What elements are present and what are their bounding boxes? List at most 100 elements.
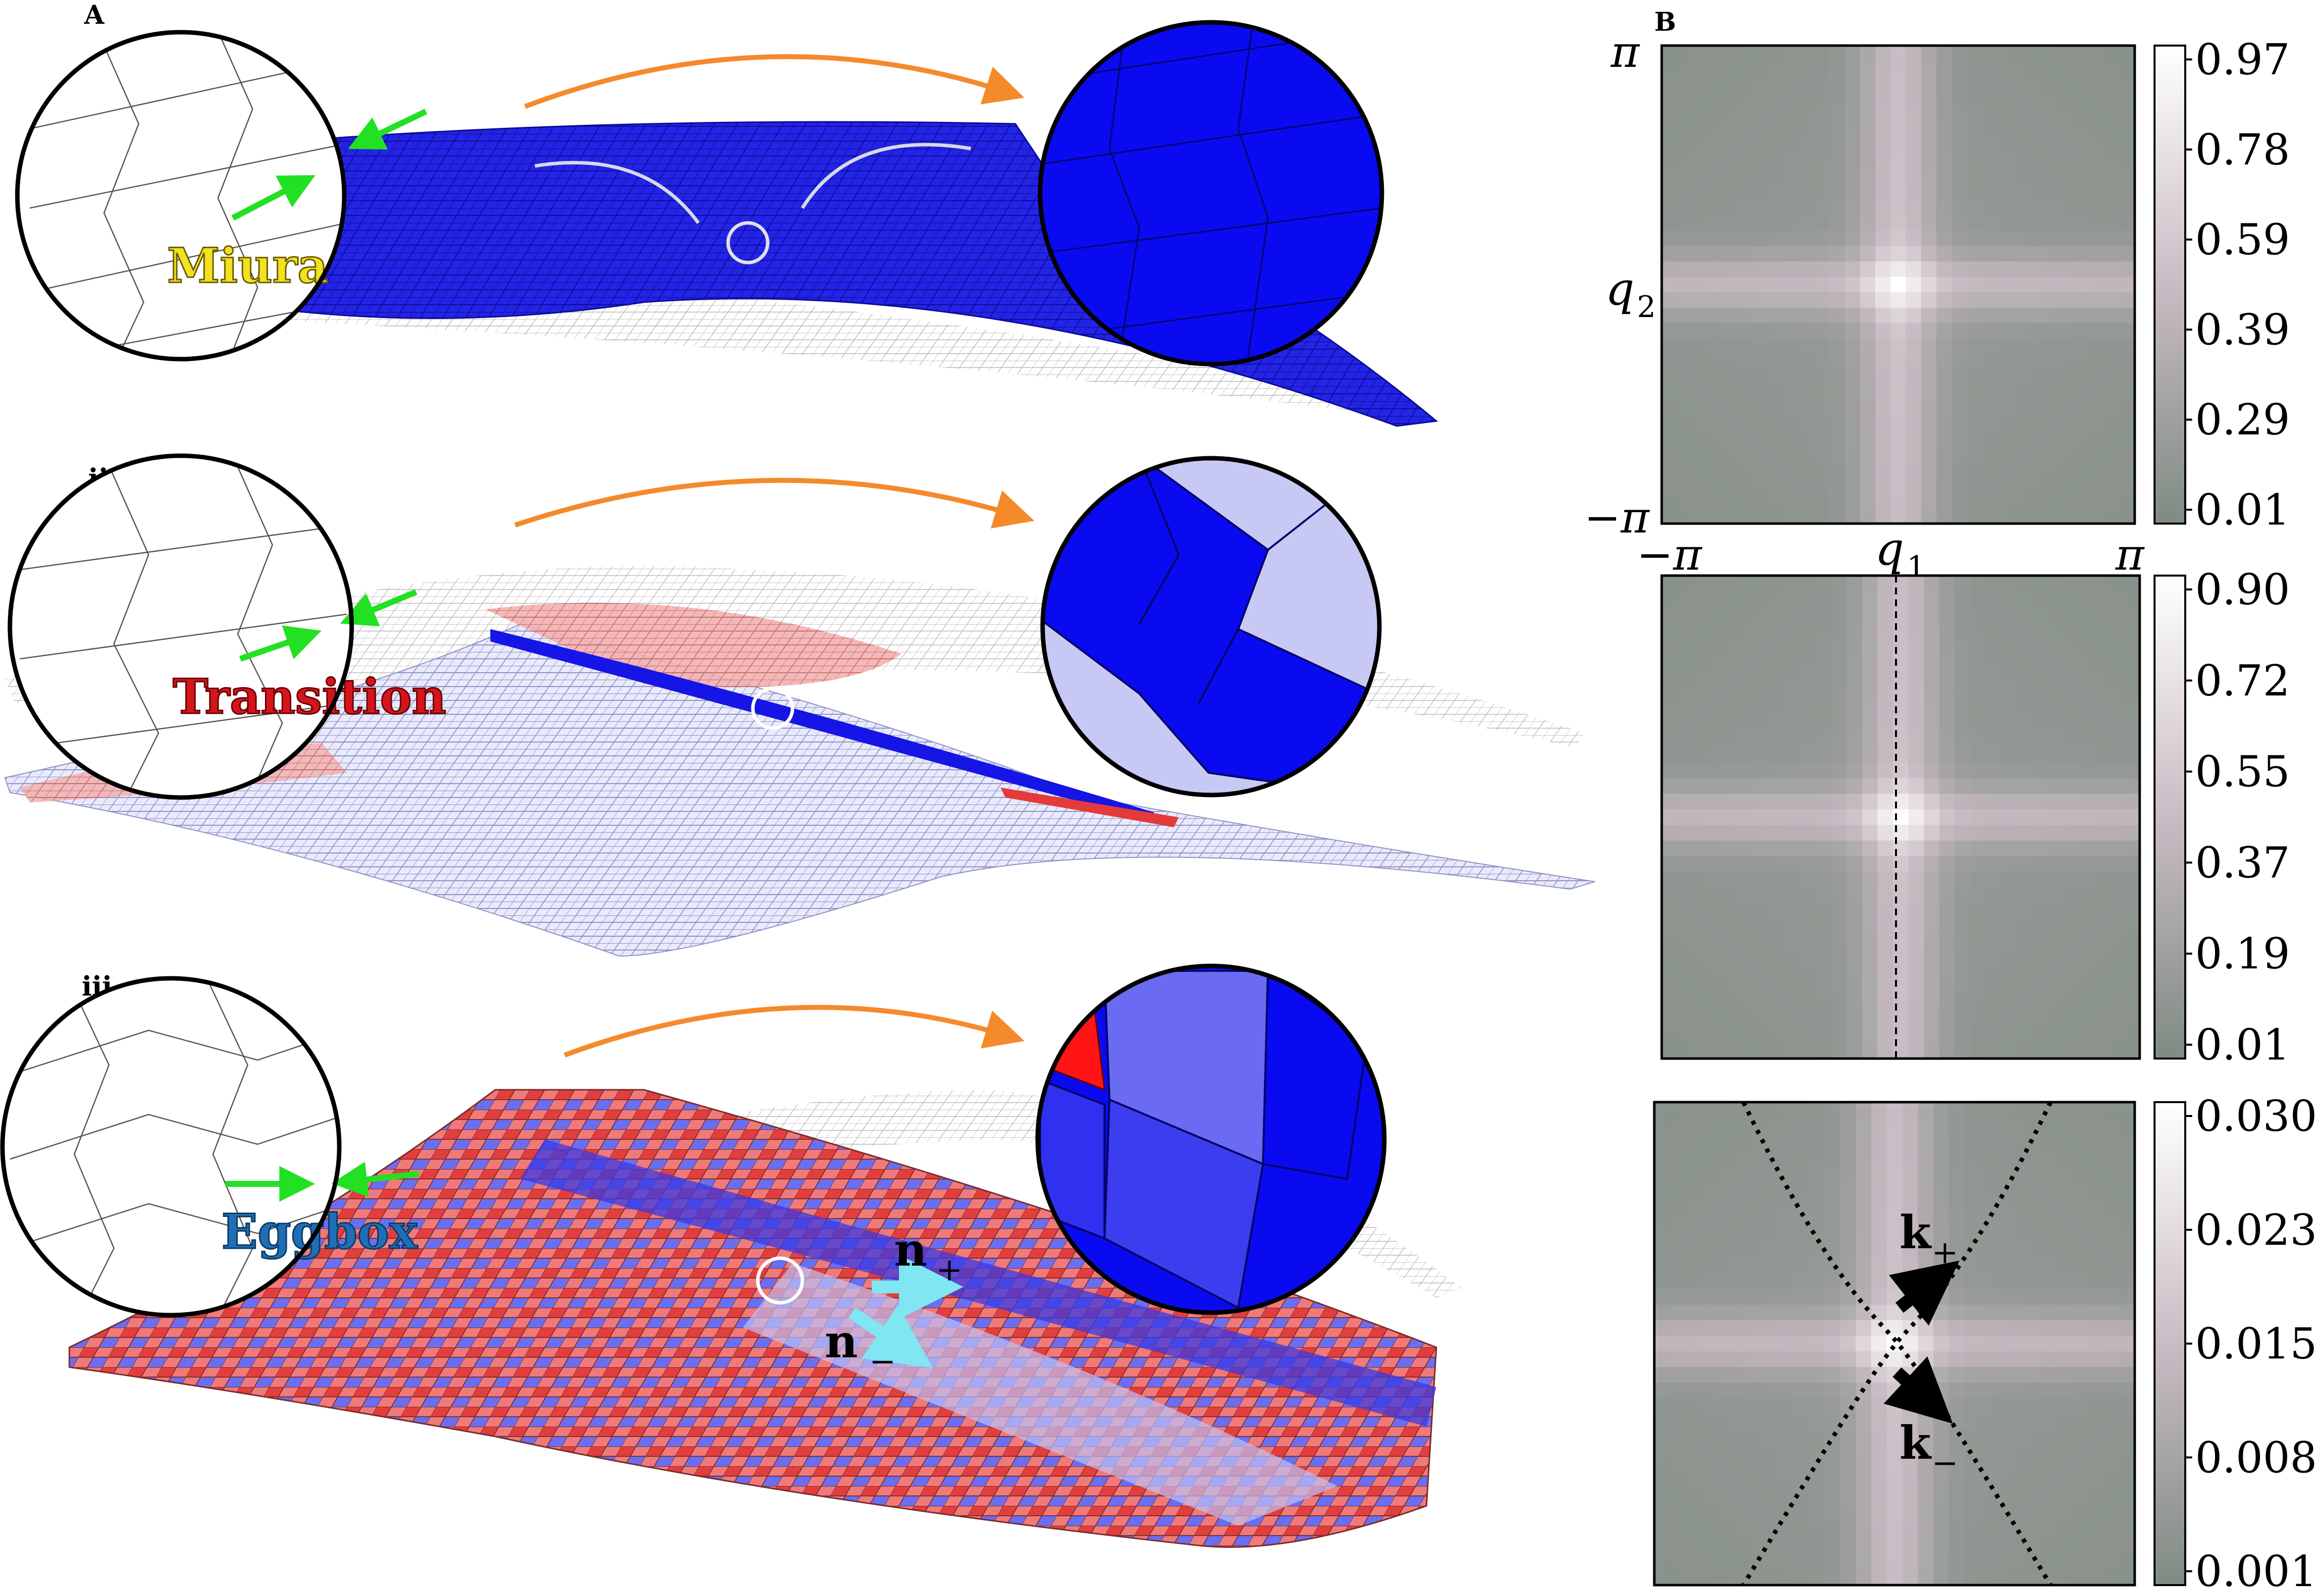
heatmap-cell <box>1917 1351 1934 1368</box>
heatmap-cell <box>2032 716 2048 732</box>
heatmap-cell <box>2108 700 2125 716</box>
heatmap-cell <box>1763 1289 1779 1305</box>
heatmap-cell <box>1707 416 1723 431</box>
heatmap-cell <box>1716 1320 1733 1336</box>
heatmap-cell <box>2016 746 2032 763</box>
heatmap-cell <box>1685 1180 1701 1196</box>
heatmap-cell <box>1723 462 1738 478</box>
heatmap-cell <box>1670 1242 1686 1259</box>
heatmap-cell <box>1809 1398 1825 1414</box>
heatmap-cell <box>2012 400 2028 416</box>
heatmap-cell <box>1877 762 1894 779</box>
heatmap-cell <box>1924 669 1940 685</box>
heatmap-cell <box>1982 61 1998 77</box>
heatmap-cell <box>1677 477 1693 493</box>
heatmap-cell <box>1769 996 1786 1012</box>
heatmap-cell <box>1954 965 1971 981</box>
heatmap-cell <box>1753 200 1769 216</box>
heatmap-cell <box>1860 200 1876 216</box>
heatmap-cell <box>2104 1414 2120 1430</box>
heatmap-cell <box>1939 825 1955 841</box>
heatmap-cell <box>1738 153 1754 169</box>
heatmap-cell <box>1933 1460 1949 1477</box>
heatmap-cell <box>1970 794 1986 810</box>
heatmap-cell <box>1921 492 1937 509</box>
heatmap-cell <box>1700 1102 1717 1118</box>
heatmap-cell <box>1778 1351 1794 1368</box>
heatmap-cell <box>2119 1429 2135 1445</box>
heatmap-cell <box>1908 1011 1924 1028</box>
heatmap-cell <box>1700 1538 1717 1554</box>
heatmap-cell <box>2016 856 2032 872</box>
heatmap-cell <box>1708 980 1724 997</box>
heatmap-cell <box>1891 107 1906 123</box>
heatmap-cell <box>1954 1011 1971 1028</box>
heatmap-cell <box>2119 1258 2135 1274</box>
heatmap-cell <box>1985 653 2001 670</box>
heatmap-cell <box>1933 1429 1949 1445</box>
heatmap-cell <box>1997 107 2013 123</box>
heatmap-cell <box>1997 462 2013 478</box>
heatmap-cell <box>1933 1335 1949 1352</box>
heatmap-cell <box>1862 825 1878 841</box>
heatmap-cell <box>1855 1554 1872 1570</box>
heatmap-cell <box>1763 1304 1779 1321</box>
heatmap-cell <box>1662 215 1678 231</box>
heatmap-cell <box>1887 1117 1903 1134</box>
heatmap-cell <box>1692 292 1708 308</box>
heatmap-cell <box>1855 1320 1872 1336</box>
heatmap-cell <box>2088 1289 2105 1305</box>
heatmap-cell <box>1738 200 1754 216</box>
heatmap-cell <box>2089 323 2105 339</box>
heatmap-cell <box>2047 591 2063 607</box>
heatmap-cell <box>1778 1460 1794 1477</box>
heatmap-cell <box>1875 61 1891 77</box>
heatmap-cell <box>1951 323 1967 339</box>
heatmap-cell <box>1763 1429 1779 1445</box>
heatmap-cell <box>1747 1429 1763 1445</box>
heatmap-cell <box>1738 462 1754 478</box>
heatmap-cell <box>1970 1011 1986 1028</box>
heatmap-cell <box>2073 184 2090 200</box>
heatmap-cell <box>1948 1226 1965 1243</box>
heatmap-cell <box>2000 949 2017 965</box>
heatmap-cell <box>1662 338 1678 355</box>
heatmap-cell <box>1831 887 1847 904</box>
heatmap-cell <box>2012 107 2028 123</box>
heatmap-cell <box>1970 731 1986 747</box>
heatmap-cell <box>2104 1383 2120 1399</box>
heatmap-cell <box>1877 669 1894 685</box>
heatmap-cell <box>1716 1273 1733 1290</box>
heatmap-cell <box>2093 669 2109 685</box>
heatmap-cell <box>1778 1242 1794 1259</box>
heatmap-cell <box>1677 338 1693 355</box>
heatmap-cell <box>1933 1367 1949 1383</box>
colorbar-tick-label: 0.29 <box>2195 395 2290 445</box>
heatmap-cell <box>2073 477 2090 493</box>
heatmap-cell <box>1800 700 1816 716</box>
heatmap-cell <box>1831 746 1847 763</box>
heatmap-cell <box>1738 276 1754 293</box>
heatmap-cell <box>1875 122 1891 139</box>
heatmap-cell <box>1964 1149 1980 1165</box>
heatmap-cell <box>1871 1273 1887 1290</box>
heatmap-cell <box>1799 462 1815 478</box>
heatmap-cell <box>1924 965 1940 981</box>
heatmap-cell <box>1700 1164 1717 1180</box>
heatmap-cell <box>1862 1011 1878 1028</box>
heatmap-cell <box>1840 1507 1856 1523</box>
heatmap-cell <box>2043 431 2059 447</box>
heatmap-cell <box>1982 338 1998 355</box>
heatmap-cell <box>1985 638 2001 654</box>
heatmap-cell <box>1875 215 1891 231</box>
heatmap-cell <box>1763 1117 1779 1134</box>
heatmap-cell <box>2119 261 2135 277</box>
heatmap-cell <box>1677 462 1693 478</box>
heatmap-cell <box>1785 778 1801 794</box>
heatmap-cell <box>1747 1258 1763 1274</box>
heatmap-cell <box>2058 292 2074 308</box>
heatmap-cell <box>1933 1320 1949 1336</box>
heatmap-cell <box>1700 1211 1717 1227</box>
heatmap-cell <box>1825 1242 1841 1259</box>
heatmap-cell <box>1677 246 1693 262</box>
